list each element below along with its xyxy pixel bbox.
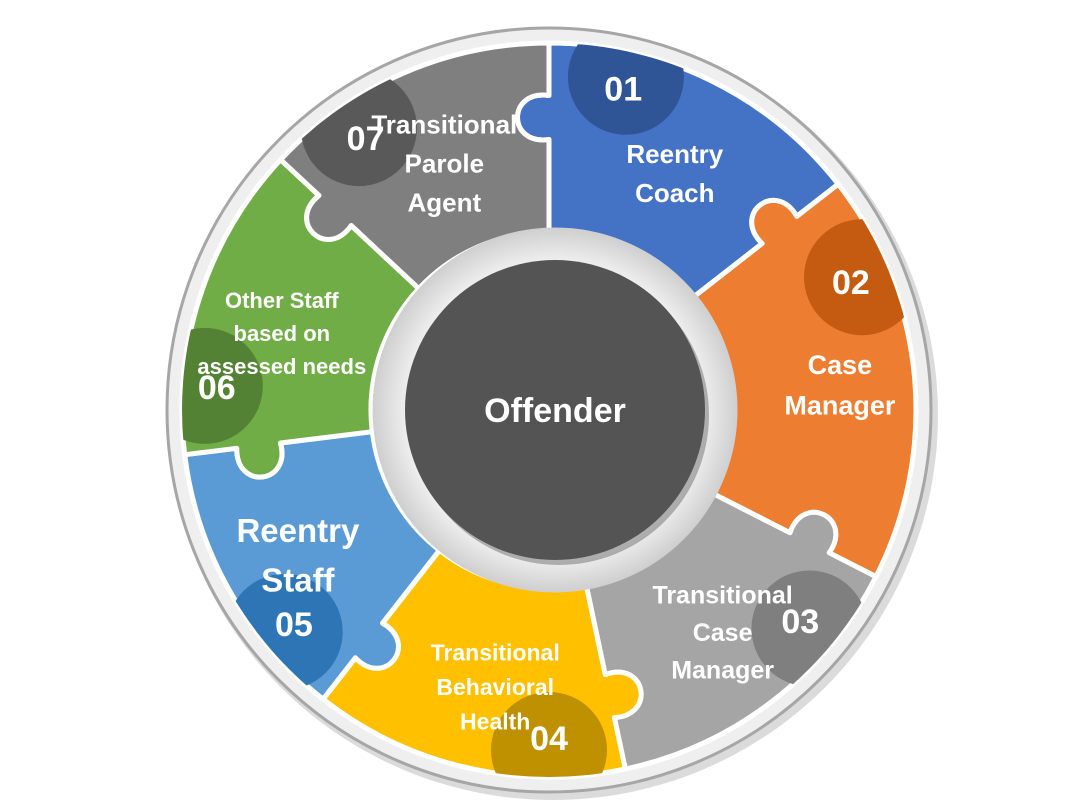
- segment-number-04: 04: [530, 720, 568, 758]
- segment-badge-06: [182, 327, 263, 444]
- segment-number-03: 03: [781, 603, 819, 641]
- segment-number-06: 06: [198, 369, 236, 407]
- segment-shape-05: [182, 429, 442, 702]
- segment-label-line: Staff: [261, 561, 335, 598]
- segment-label-line: based on: [234, 321, 331, 346]
- segment-04: [320, 547, 644, 780]
- segment-label-line: Parole: [405, 148, 485, 178]
- segment-badge-04: [491, 692, 607, 777]
- segment-label-line: Health: [460, 708, 530, 734]
- segment-label-line: assessed needs: [197, 354, 366, 379]
- segment-label-line: Reentry: [626, 139, 723, 169]
- segment-label-line: Other Staff: [225, 288, 339, 313]
- segment-label-06: Other Staff based on assessed needs: [197, 288, 366, 379]
- segment-05: [182, 429, 442, 702]
- segments-layer: [179, 40, 919, 780]
- segment-label-line: Transitional: [652, 582, 792, 610]
- segment-label-line: Case: [693, 619, 753, 647]
- segment-label-line: Manager: [671, 657, 774, 685]
- hub-label: Offender: [484, 392, 626, 430]
- segment-06: [179, 157, 422, 480]
- segment-number-01: 01: [604, 71, 642, 109]
- segment-label-line: Case: [808, 350, 873, 380]
- segment-label-line: Transitional: [431, 639, 560, 665]
- segment-label-line: Transitional: [371, 109, 517, 139]
- segment-label-line: Coach: [635, 178, 714, 208]
- segment-label-line: Agent: [407, 187, 481, 217]
- segment-number-07: 07: [347, 120, 385, 158]
- segment-label-line: Reentry: [236, 512, 360, 549]
- segment-number-05: 05: [275, 606, 313, 644]
- segment-number-02: 02: [832, 264, 870, 302]
- segment-label-line: Behavioral: [436, 674, 554, 700]
- segment-label-line: Manager: [784, 390, 896, 420]
- hub-core: [405, 260, 705, 560]
